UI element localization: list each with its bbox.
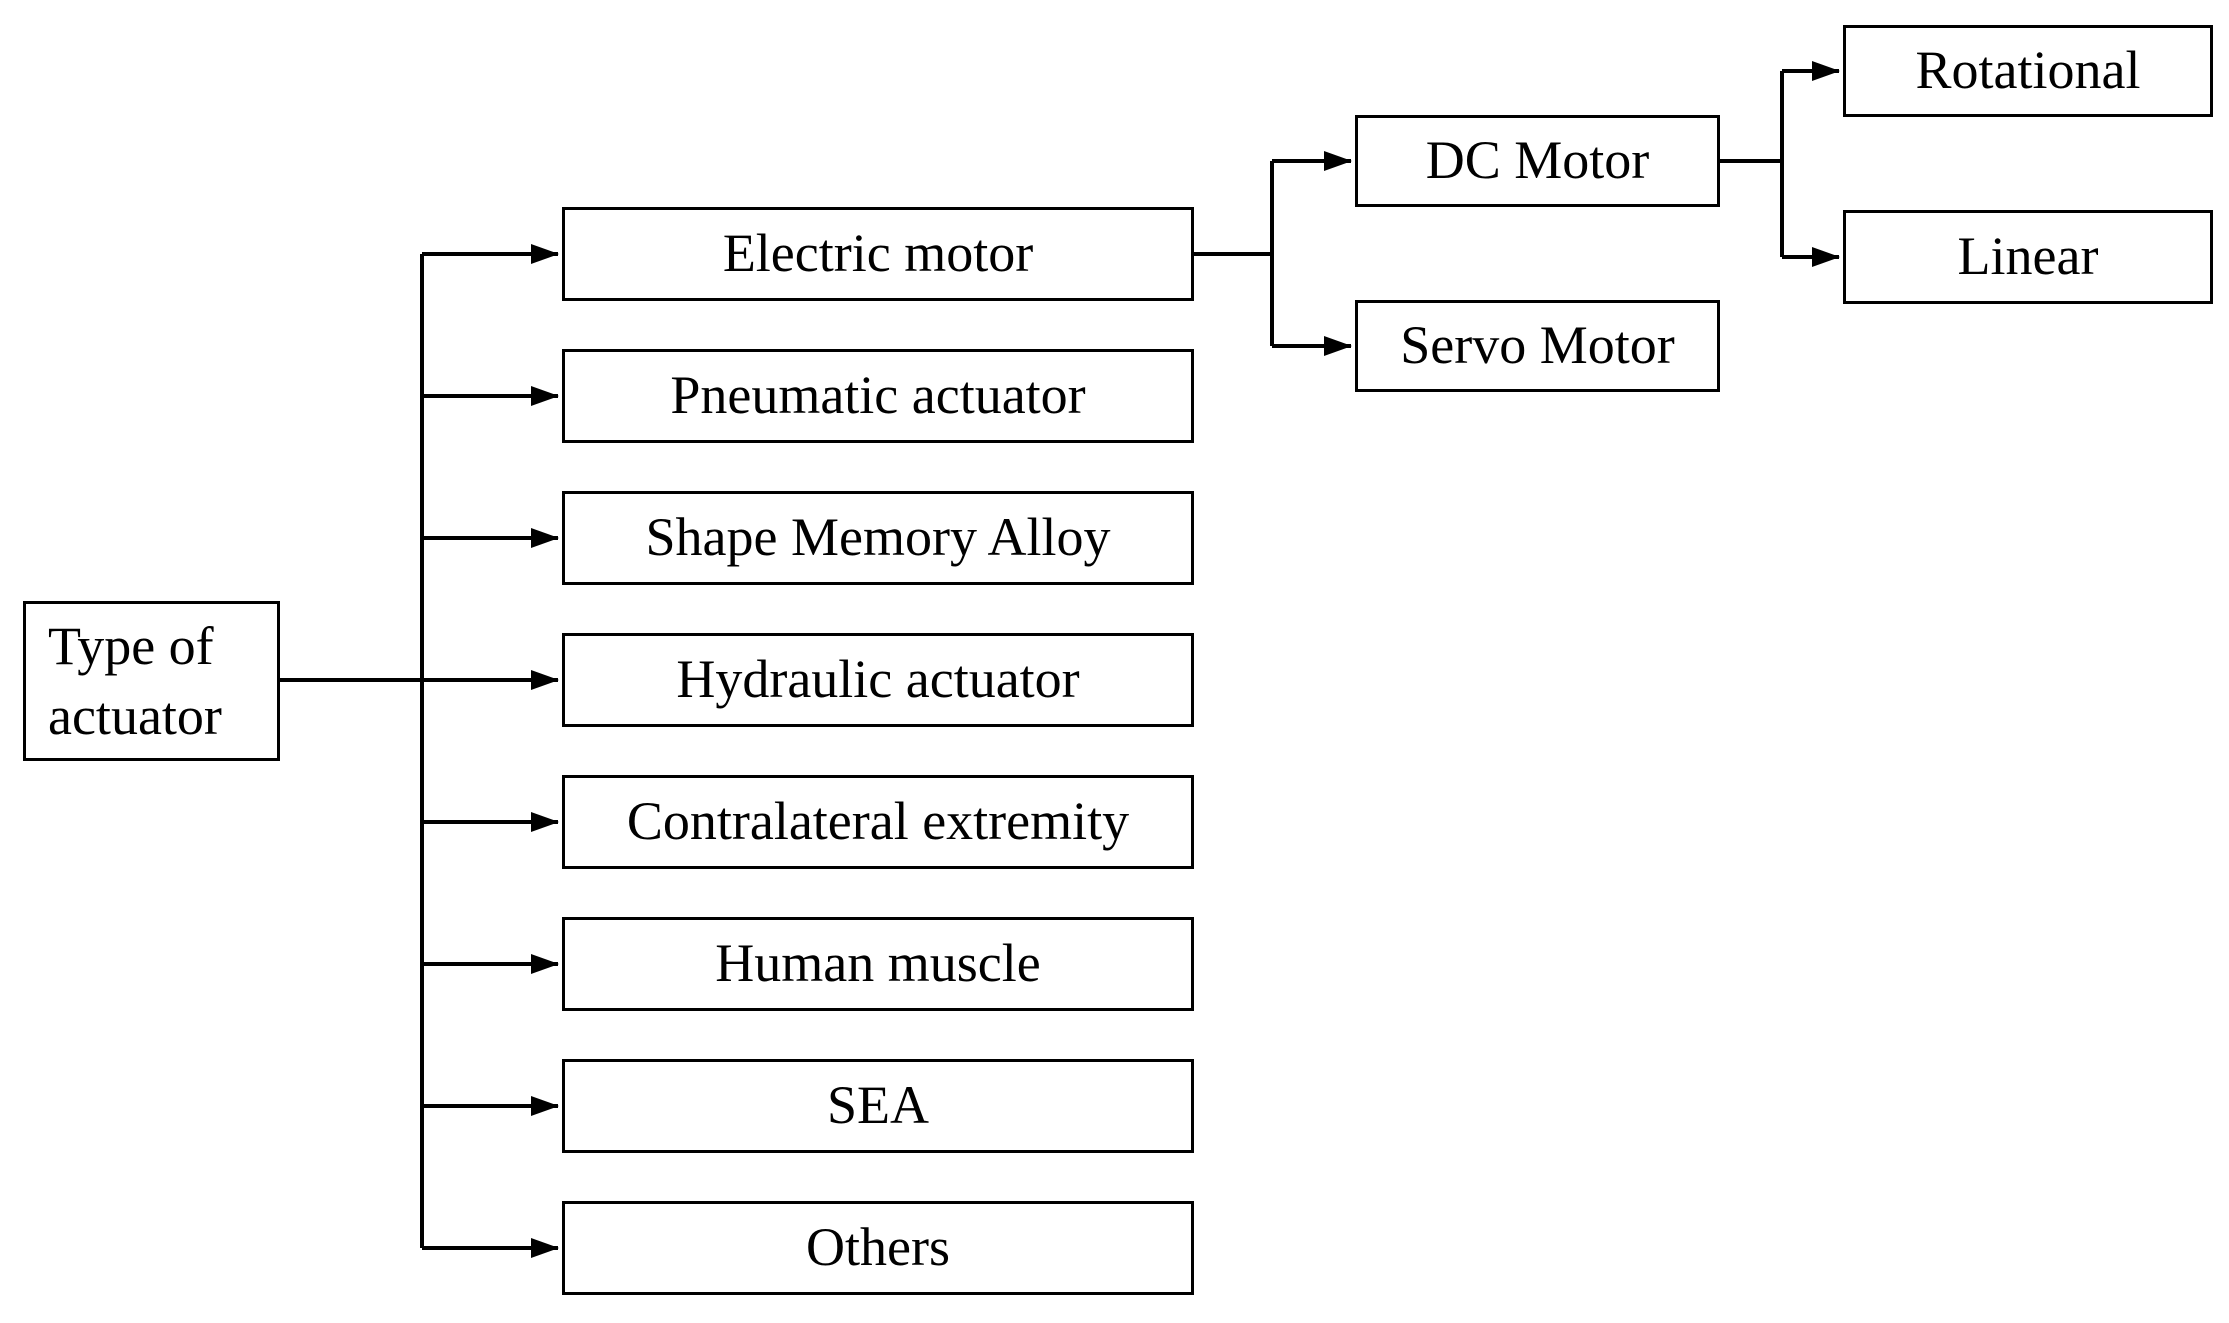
node-label: SEA	[826, 1075, 929, 1136]
node-label: Contralateral extremity	[626, 791, 1130, 852]
node-label: Pneumatic actuator	[670, 365, 1086, 426]
node-hydraulic-actuator: Hydraulic actuator	[562, 633, 1194, 727]
node-label: DC Motor	[1425, 130, 1650, 191]
node-label: Human muscle	[715, 933, 1041, 994]
node-label: Servo Motor	[1400, 315, 1675, 376]
node-label: Shape Memory Alloy	[645, 507, 1111, 568]
node-label: Hydraulic actuator	[676, 649, 1080, 710]
node-label: Others	[806, 1217, 950, 1278]
node-dc-motor: DC Motor	[1355, 115, 1720, 207]
node-label: Type of actuator	[48, 615, 222, 746]
node-linear: Linear	[1843, 210, 2213, 304]
node-type-of-actuator: Type of actuator	[23, 601, 280, 761]
node-servo-motor: Servo Motor	[1355, 300, 1720, 392]
node-label: Rotational	[1915, 40, 2141, 101]
node-contralateral-extremity: Contralateral extremity	[562, 775, 1194, 869]
node-human-muscle: Human muscle	[562, 917, 1194, 1011]
node-others: Others	[562, 1201, 1194, 1295]
node-label: Linear	[1957, 226, 2099, 287]
node-pneumatic-actuator: Pneumatic actuator	[562, 349, 1194, 443]
node-shape-memory-alloy: Shape Memory Alloy	[562, 491, 1194, 585]
node-sea: SEA	[562, 1059, 1194, 1153]
node-label: Electric motor	[722, 223, 1034, 284]
node-electric-motor: Electric motor	[562, 207, 1194, 301]
node-rotational: Rotational	[1843, 25, 2213, 117]
